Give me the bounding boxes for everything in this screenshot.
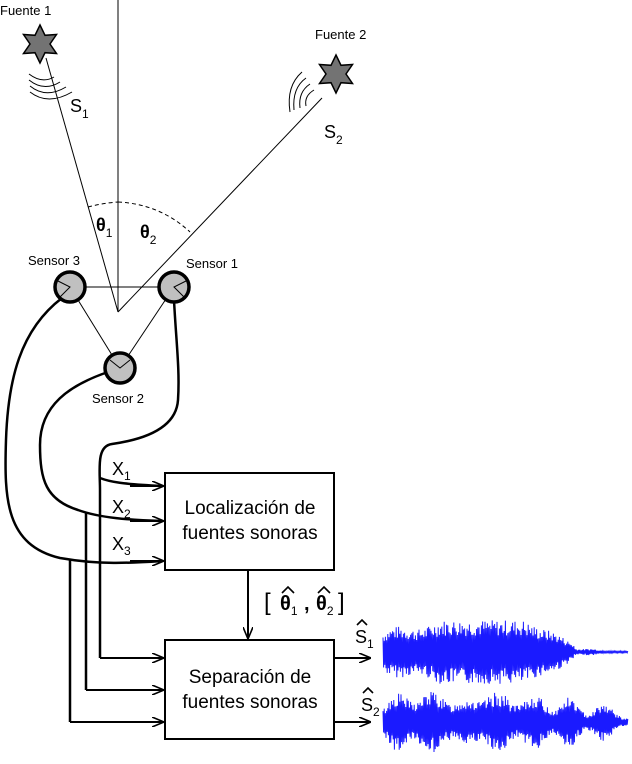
hat-shat-1 — [356, 618, 368, 626]
angle-arc-theta-1 — [87, 201, 119, 208]
sensor-2-inner-mark — [109, 359, 131, 369]
x3-label: X3 — [112, 534, 131, 558]
sensor-1-inner-mark — [173, 280, 187, 298]
sensor-3-inner-mark — [57, 280, 71, 298]
theta-2-label: θ2 — [140, 222, 157, 247]
sensor-1-label: Sensor 1 — [186, 256, 238, 271]
localization-block — [164, 472, 335, 571]
estimate-open-bracket: [ — [264, 589, 271, 616]
angle-arc-theta-2 — [117, 201, 191, 233]
cable-sensor-2 — [38, 370, 163, 523]
estimate-comma: , — [304, 593, 310, 615]
output-waveform-2 — [382, 691, 629, 753]
separation-block — [164, 639, 335, 740]
theta-1-label: θ1 — [96, 215, 113, 240]
direction-line-source-2 — [117, 97, 323, 313]
hat-estimate-theta-2 — [317, 585, 331, 594]
sound-waves-source-1 — [28, 73, 73, 100]
s2-label: S2 — [324, 122, 343, 147]
hat-shat-2 — [362, 686, 374, 694]
source-2-star-icon — [318, 53, 354, 95]
x2-label: X2 — [112, 497, 131, 521]
separation-block-line-1: Separación de — [189, 667, 312, 688]
localization-block-line-2: fuentes sonoras — [182, 523, 317, 544]
output-waveform-1 — [382, 620, 629, 684]
estimate-theta-1: θ1 — [280, 593, 298, 618]
localization-block-line-1: Localización de — [185, 498, 316, 519]
sensor-3-label: Sensor 3 — [28, 253, 80, 268]
direction-line-source-1 — [45, 57, 119, 313]
separation-block-line-2: fuentes sonoras — [182, 692, 317, 713]
source-1-label: Fuente 1 — [0, 3, 51, 18]
cable-sensor-1 — [98, 299, 180, 658]
s1-label: S1 — [70, 96, 89, 121]
sound-waves-source-2 — [288, 71, 315, 113]
cable-sensor-3 — [4, 297, 163, 565]
hat-estimate-theta-1 — [281, 585, 295, 594]
shat-1-label: S1 — [355, 627, 374, 651]
estimate-theta-2: θ2 — [316, 593, 334, 618]
estimate-close-bracket: ] — [338, 589, 345, 616]
x1-label: X1 — [112, 459, 131, 483]
cable-x1-branch — [99, 476, 163, 488]
shat-2-label: S2 — [361, 695, 380, 719]
source-1-star-icon — [22, 23, 58, 65]
sensor-2-label: Sensor 2 — [92, 391, 144, 406]
source-2-label: Fuente 2 — [315, 27, 366, 42]
